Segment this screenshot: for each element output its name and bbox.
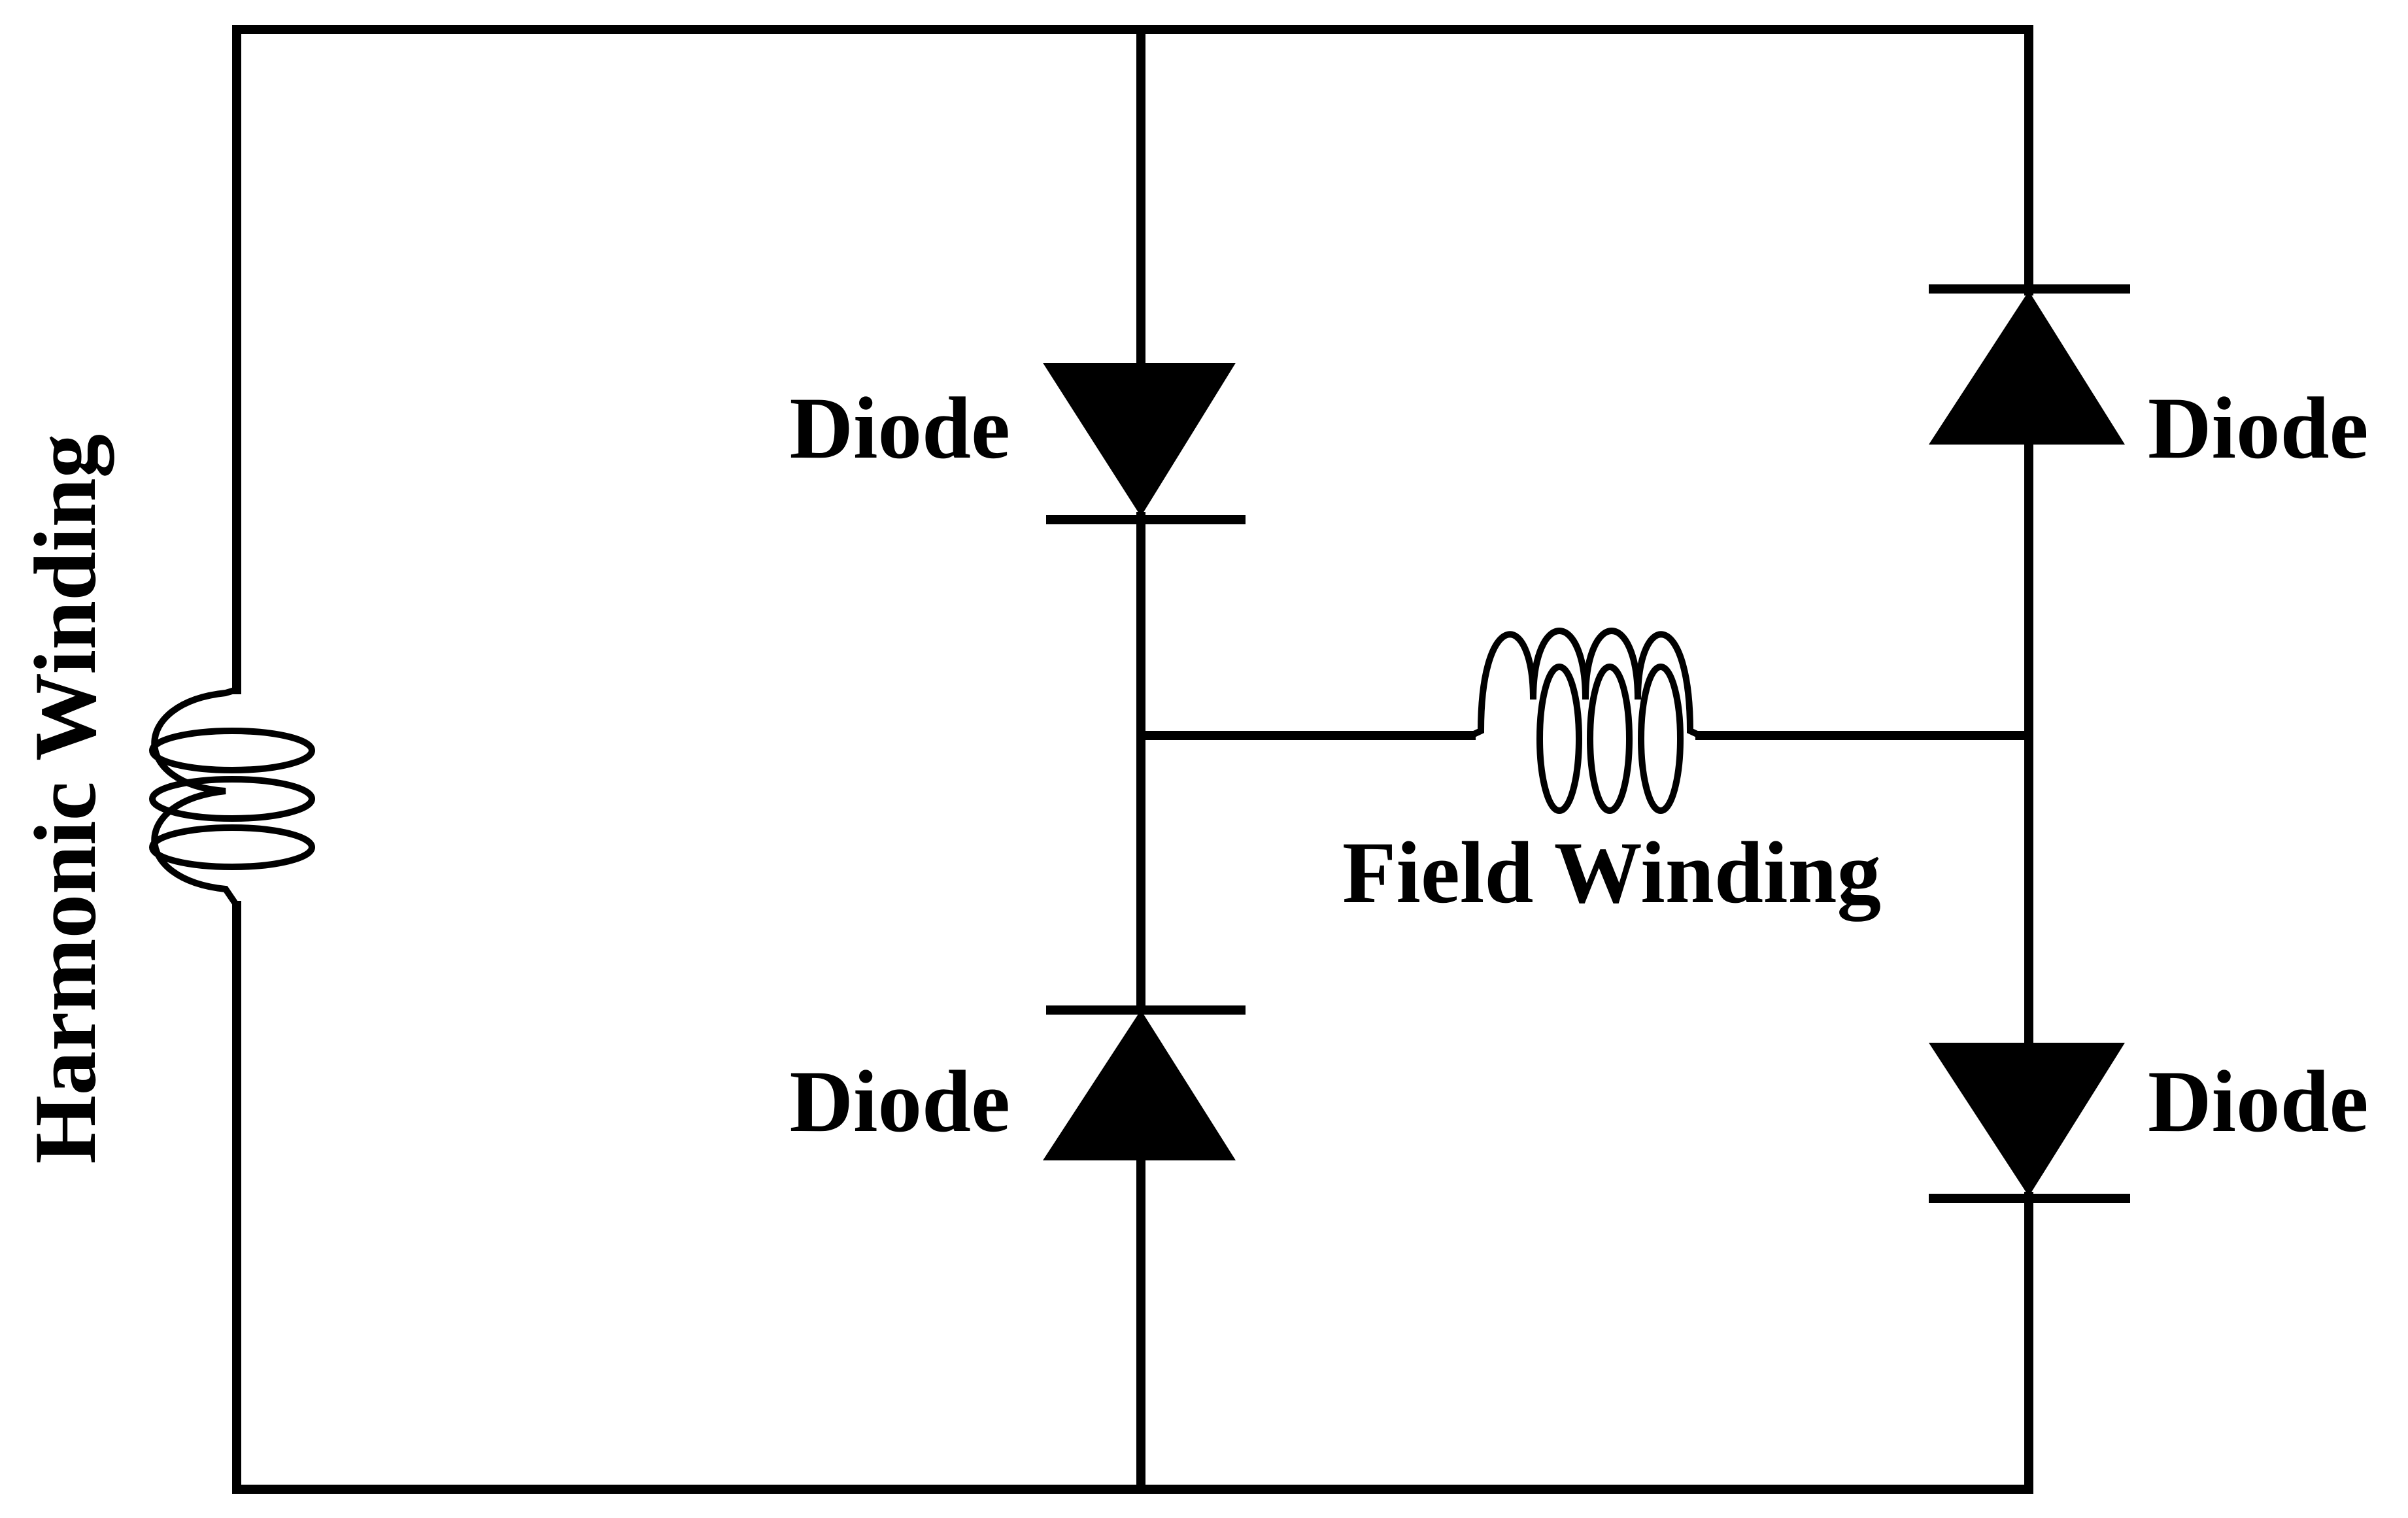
diode-triangle: [1043, 1010, 1236, 1160]
harmonic-coil-loop-3: [149, 824, 315, 870]
label-harmonic-winding: Harmonic Winding: [17, 434, 114, 1164]
harmonic-coil-lead: [151, 686, 240, 909]
label-diode-top-right: Diode: [2148, 380, 2369, 477]
field-coil-loop-3: [1638, 664, 1684, 814]
field-coil-loop-2: [1587, 664, 1633, 814]
circuit-wires: [232, 25, 2033, 1494]
label-diode-bottom-left: Diode: [790, 1053, 1011, 1151]
diode-triangle: [1929, 291, 2125, 445]
harmonic-coil-loop-2: [149, 776, 315, 822]
harmonic-winding-coil: [149, 686, 315, 909]
diode-triangle: [1929, 1043, 2125, 1196]
harmonic-coil-loop-1: [149, 728, 315, 773]
field-coil-arches: [1468, 628, 1703, 739]
field-coil-loop-1: [1536, 664, 1582, 814]
label-diode-bottom-right: Diode: [2148, 1053, 2369, 1151]
diode-top-left: [1043, 363, 1246, 524]
label-diode-top-left: Diode: [790, 380, 1011, 477]
field-winding-coil: [1468, 628, 1703, 814]
diode-triangle: [1043, 363, 1236, 516]
diode-bottom-right: [1929, 1043, 2130, 1203]
diode-top-right: [1929, 284, 2130, 445]
diode-bottom-left: [1043, 1005, 1246, 1160]
label-field-winding: Field Winding: [1342, 824, 1881, 922]
